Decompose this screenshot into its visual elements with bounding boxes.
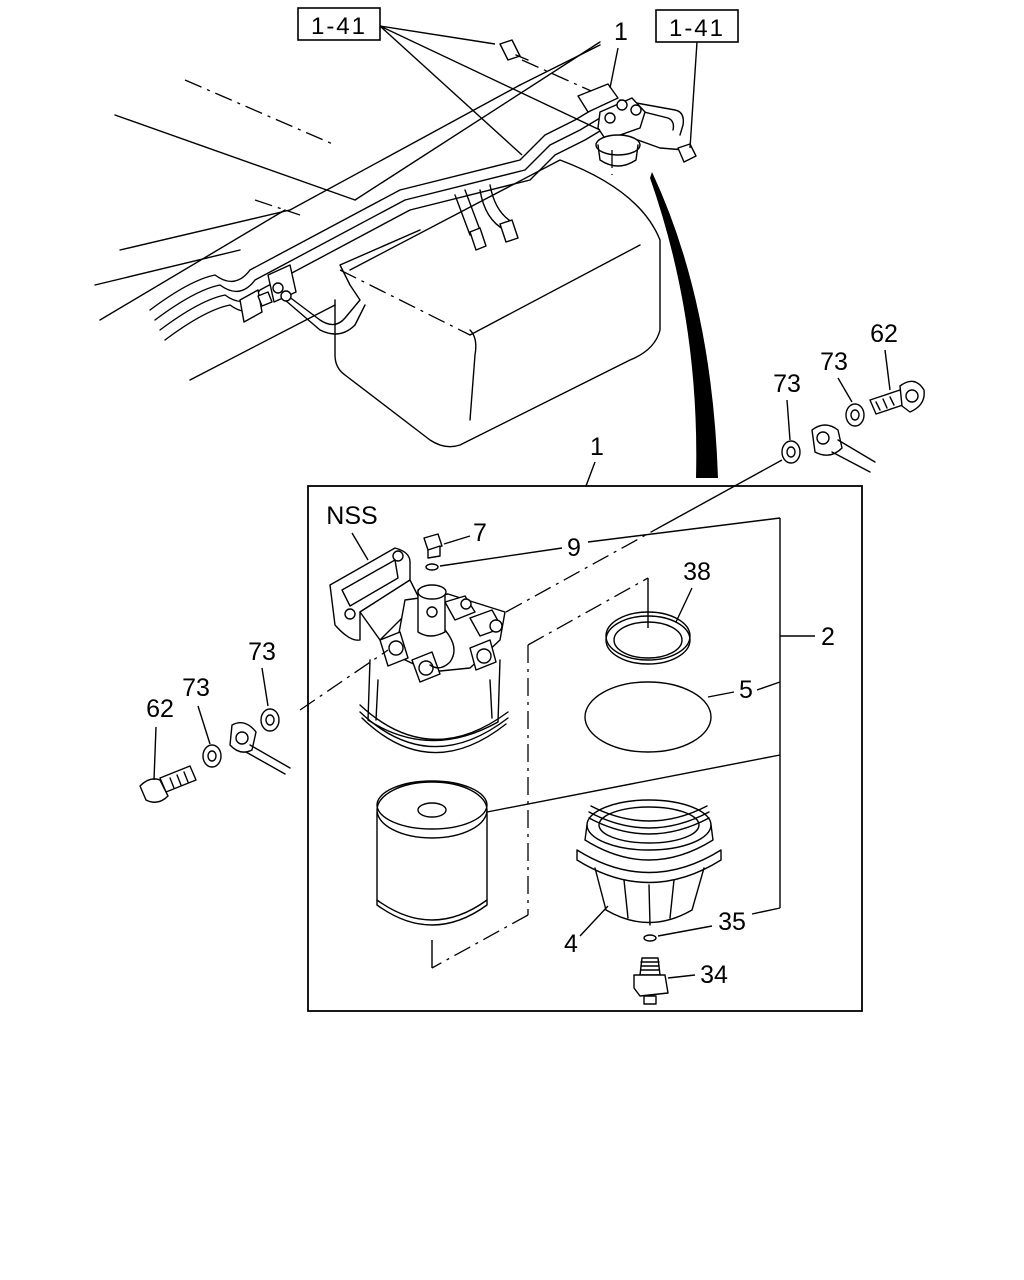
part-7-plug: [423, 533, 443, 559]
label-part-2: 2: [821, 623, 835, 651]
ref-tag-right: 1-41: [655, 9, 739, 43]
upper-nut: [677, 143, 697, 163]
part-5-seal: [584, 681, 712, 753]
fuel-tank: [334, 159, 661, 448]
label-part-4: 4: [564, 930, 578, 958]
part-34-drain: [633, 957, 669, 1005]
label-nss: NSS: [326, 502, 377, 530]
left-banjo-assembly: [139, 708, 291, 803]
detail-arrow: [650, 172, 718, 478]
filter-element: [376, 780, 488, 926]
assembly-axes: [299, 459, 783, 969]
upper-bolt: [499, 39, 601, 96]
ref-tag-left: 1-41: [297, 7, 381, 41]
filter-installed: [577, 83, 646, 175]
ref-tag-left-text: 1-41: [311, 13, 367, 40]
label-part-5: 5: [739, 676, 753, 704]
chassis-frame: [94, 41, 601, 381]
label-left-73a: 73: [248, 638, 276, 666]
part-9-oring: [425, 563, 439, 571]
label-left-73b: 73: [182, 674, 210, 702]
label-part-9: 9: [567, 534, 581, 562]
ref-leaders: [379, 25, 698, 156]
part-4-bowl: [576, 799, 722, 926]
label-left-62: 62: [146, 695, 174, 723]
pipe-clamp: [239, 219, 519, 323]
label-part-35: 35: [718, 908, 746, 936]
filter-head: [329, 547, 506, 683]
label-part-7: 7: [473, 519, 487, 547]
right-banjo-assembly: [781, 380, 925, 473]
label-part-38: 38: [683, 558, 711, 586]
label-right-73a: 73: [773, 370, 801, 398]
filter-head-bowl: [359, 659, 509, 754]
detail-box: [307, 485, 863, 1012]
label-top-1: 1: [614, 18, 628, 46]
label-right-62: 62: [870, 320, 898, 348]
label-part-34: 34: [700, 961, 728, 989]
ref-tag-right-text: 1-41: [669, 15, 725, 42]
part-35-oring: [643, 934, 657, 942]
label-box-1: 1: [590, 433, 604, 461]
label-right-73b: 73: [820, 348, 848, 376]
